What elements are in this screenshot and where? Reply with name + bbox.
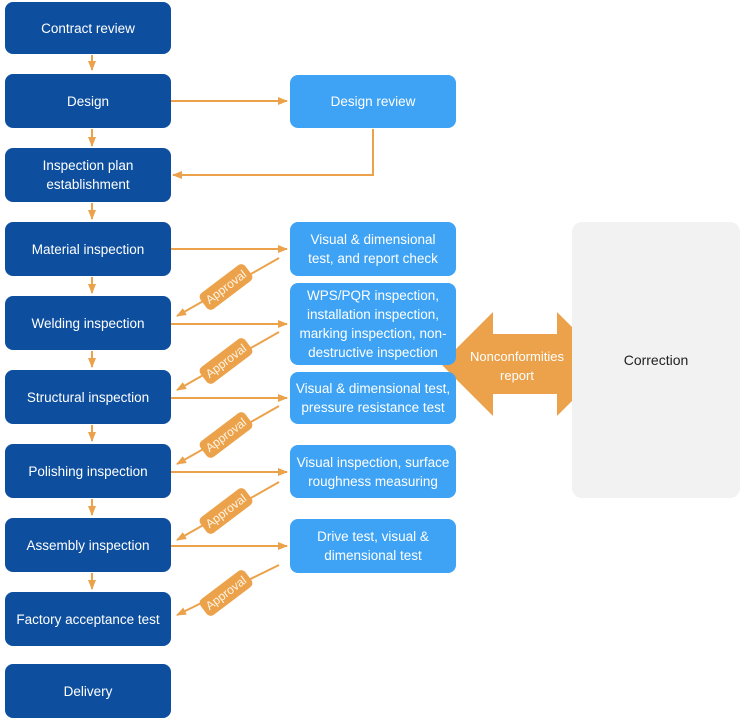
step-factory-acceptance-test: Factory acceptance test: [5, 592, 171, 646]
correction-label: Correction: [623, 351, 689, 368]
check-material: Visual & dimensional test, and report ch…: [290, 222, 456, 276]
nonconformities-label: Nonconformities report: [470, 349, 564, 383]
step-inspection-plan: Inspection plan establishment: [5, 148, 171, 202]
check-polishing: Visual inspection, surface roughness mea…: [290, 445, 456, 498]
check-welding: WPS/PQR inspection, installation inspect…: [290, 283, 456, 365]
check-structural: Visual & dimensional test, pressure resi…: [290, 372, 456, 424]
step-assembly-inspection: Assembly inspection: [5, 518, 171, 572]
check-assembly: Drive test, visual & dimensional test: [290, 519, 456, 573]
step-contract-review: Contract review: [5, 2, 171, 54]
nonconformities-double-arrow: [441, 312, 609, 416]
step-design: Design: [5, 74, 171, 128]
step-welding-inspection: Welding inspection: [5, 296, 171, 350]
check-design-review: Design review: [290, 75, 456, 128]
step-structural-inspection: Structural inspection: [5, 370, 171, 424]
step-polishing-inspection: Polishing inspection: [5, 444, 171, 498]
correction-panel: Correction: [572, 222, 740, 498]
step-material-inspection: Material inspection: [5, 222, 171, 276]
step-delivery: Delivery: [5, 664, 171, 718]
